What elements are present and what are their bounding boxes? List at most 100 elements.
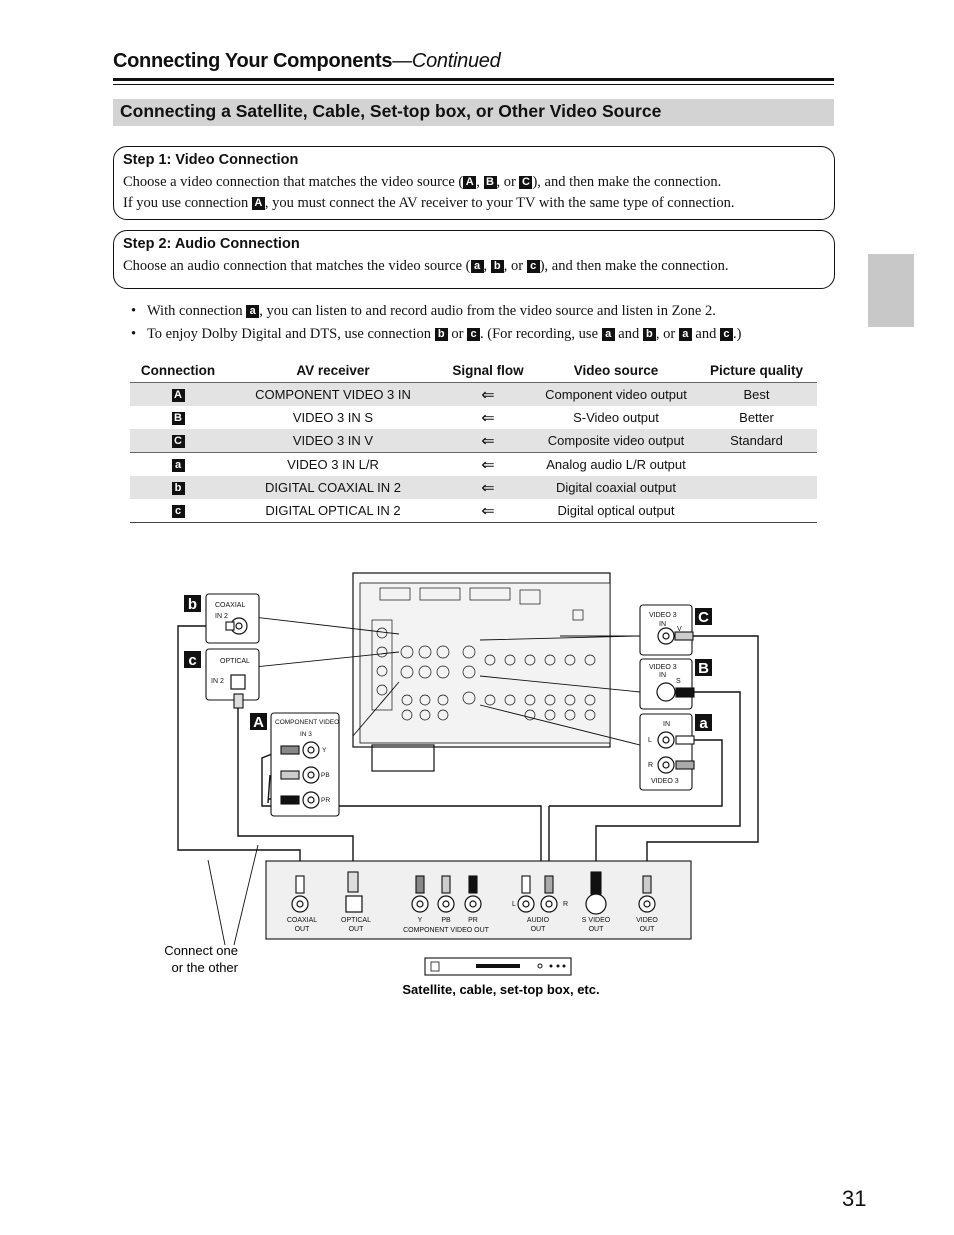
header-title: Connecting Your Components <box>113 50 393 72</box>
badge-a: a <box>246 305 260 318</box>
col-signal-flow: Signal flow <box>440 358 536 383</box>
receiver-cell: VIDEO 3 IN S <box>292 410 374 425</box>
bullet-text: .) <box>732 326 742 342</box>
source-cell: Composite video output <box>536 429 696 453</box>
table-row: B VIDEO 3 IN S ⇐ S-Video output Better <box>130 406 817 429</box>
src-l-label: L <box>512 901 516 908</box>
optical-in2-label: IN 2 <box>211 678 224 685</box>
badge-A: A <box>171 389 185 402</box>
receiver-cell: VIDEO 3 IN V <box>226 429 440 453</box>
step2-box: Step 2: Audio Connection Choose an audio… <box>113 230 835 289</box>
video3-v-title: VIDEO 3 <box>649 612 677 619</box>
badge-a: a <box>601 328 615 341</box>
svideo-jack <box>656 682 676 702</box>
step2-title: Step 2: Audio Connection <box>123 236 300 252</box>
source-cell: Analog audio L/R output <box>536 452 696 476</box>
bullet-text: To enjoy Dolby Digital and DTS, use conn… <box>146 326 435 342</box>
optical-jack <box>230 674 246 690</box>
src-svideo-jack <box>585 893 607 915</box>
receiver-cell: DIGITAL OPTICAL IN 2 <box>226 499 440 523</box>
src-component-label: COMPONENT VIDEO OUT <box>403 927 490 934</box>
step1-line1: Choose a video connection that matches t… <box>123 174 722 190</box>
table-row: a VIDEO 3 IN L/R ⇐ Analog audio L/R outp… <box>130 452 817 476</box>
audio-r-label: R <box>648 762 653 769</box>
col-av-receiver: AV receiver <box>226 358 440 383</box>
step2-text: Choose an audio connection that matches … <box>123 258 471 274</box>
badge-a: a <box>678 328 692 341</box>
diagram-badge-C: C <box>698 609 709 626</box>
step1-text: , or <box>496 174 520 190</box>
receiver-foot <box>371 744 435 772</box>
table-row: A COMPONENT VIDEO 3 IN ⇐ Component video… <box>130 382 817 406</box>
badge-b: b <box>642 328 656 341</box>
diagram-badge-A: A <box>253 714 264 731</box>
receiver-cell: DIGITAL COAXIAL IN 2 <box>226 476 440 499</box>
src-optical-label: OPTICAL <box>341 917 371 924</box>
src-audio-label: AUDIO <box>527 917 550 924</box>
source-device <box>424 957 572 976</box>
video3-v-in: IN <box>659 621 666 628</box>
badge-b: b <box>434 328 448 341</box>
section-bar: Connecting a Satellite, Cable, Set-top b… <box>113 99 834 126</box>
connect-one-caption-1: Connect one <box>164 943 238 958</box>
step2-text: , or <box>503 258 527 274</box>
src-r-label: R <box>563 901 568 908</box>
source-cell: Component video output <box>536 382 696 406</box>
badge-b: b <box>171 482 185 495</box>
diagram-badge-b: b <box>188 596 197 613</box>
badge-a: a <box>470 260 484 273</box>
bullet-text: , you can listen to and record audio fro… <box>259 303 716 319</box>
src-optical-jack <box>345 895 363 913</box>
step2-text: ), and then make the connection. <box>539 258 729 274</box>
component-label: COMPONENT VIDEO <box>275 719 339 726</box>
step1-text: If you use connection <box>123 195 252 211</box>
connection-table: Connection AV receiver Signal flow Video… <box>130 358 817 523</box>
table-row: C VIDEO 3 IN V ⇐ Composite video output … <box>130 429 817 453</box>
src-video-out: OUT <box>640 926 656 933</box>
flow-arrow: ⇐ <box>440 499 536 523</box>
step1-text: , you must connect the AV receiver to yo… <box>264 195 735 211</box>
src-pb-label: PB <box>441 917 451 924</box>
section-title: Connecting a Satellite, Cable, Set-top b… <box>120 101 662 121</box>
flow-arrow: ⇐ <box>440 476 536 499</box>
device-caption: Satellite, cable, set-top box, etc. <box>402 982 599 997</box>
flow-arrow: ⇐ <box>440 452 536 476</box>
src-coaxial-out: OUT <box>295 926 311 933</box>
header-rule-thin <box>113 84 834 85</box>
src-video-label: VIDEO <box>636 917 658 924</box>
quality-cell <box>696 499 817 523</box>
badge-C: C <box>519 176 533 189</box>
step1-box: Step 1: Video Connection Choose a video … <box>113 146 835 220</box>
video3-s-title: VIDEO 3 <box>649 664 677 671</box>
quality-cell: Standard <box>696 429 817 453</box>
diagram-badges: b c A C B a <box>184 595 712 732</box>
badge-A: A <box>251 197 265 210</box>
src-svideo-out: OUT <box>589 926 605 933</box>
bullet-text: and <box>691 326 720 342</box>
page-number: 31 <box>842 1186 867 1211</box>
quality-cell <box>696 476 817 499</box>
badge-c: c <box>467 328 481 341</box>
step1-text: Choose a video connection that matches t… <box>123 174 464 190</box>
src-pr-label: PR <box>468 917 478 924</box>
table-row: c DIGITAL OPTICAL IN 2 ⇐ Digital optical… <box>130 499 817 523</box>
component-in-panel <box>270 712 340 817</box>
bullet-1: • With connection a, you can listen to a… <box>131 303 716 319</box>
quality-cell: Better <box>739 410 774 425</box>
bullet-2: • To enjoy Dolby Digital and DTS, use co… <box>131 326 742 342</box>
badge-B: B <box>483 176 497 189</box>
source-cell: Digital optical output <box>536 499 696 523</box>
table-row: b DIGITAL COAXIAL IN 2 ⇐ Digital coaxial… <box>130 476 817 499</box>
pr-label: PR <box>321 797 330 804</box>
optical-label: OPTICAL <box>220 658 250 665</box>
src-audio-out: OUT <box>531 926 547 933</box>
quality-cell: Best <box>696 382 817 406</box>
coaxial-label: COAXIAL <box>215 602 245 609</box>
col-picture-quality: Picture quality <box>696 358 817 383</box>
y-label: Y <box>322 747 327 754</box>
cable-plugs <box>225 621 695 895</box>
audio-in-label: IN <box>663 721 670 728</box>
table-header-row: Connection AV receiver Signal flow Video… <box>130 358 817 383</box>
badge-b: b <box>490 260 504 273</box>
receiver-jacks <box>371 587 596 721</box>
